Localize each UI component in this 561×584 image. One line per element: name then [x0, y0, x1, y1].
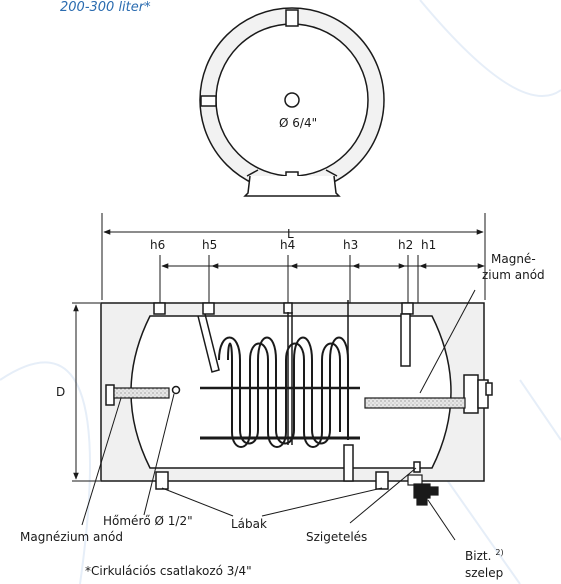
diagram-title: 200-300 liter* — [60, 0, 151, 15]
label-d: D — [56, 385, 66, 399]
label-l: L — [287, 227, 294, 241]
label-valve-1: Bizt.2) — [465, 548, 504, 565]
top-foot — [243, 175, 341, 197]
footnote: *Cirkulációs csatlakozó 3/4" — [85, 564, 252, 578]
label-magnesium-left: Magnézium anód — [20, 530, 123, 544]
label-h2: h2 — [398, 238, 414, 252]
leader-lines — [81, 289, 476, 541]
label-h6: h6 — [150, 238, 166, 252]
top-port-label: Ø 6/4" — [279, 116, 318, 130]
label-magnesium-right-1: Magné- — [491, 252, 536, 266]
label-valve-text: Bizt. — [465, 549, 492, 563]
label-thermometer: Hőmérő Ø 1/2" — [103, 514, 193, 528]
label-valve-sup: 2) — [495, 548, 504, 557]
tank-internals — [171, 300, 421, 482]
safety-valve — [407, 474, 439, 506]
right-foot — [375, 471, 389, 490]
left-foot — [155, 471, 169, 490]
label-valve-2: szelep — [465, 566, 504, 580]
label-h1: h1 — [421, 238, 437, 252]
right-magnesium-anode — [364, 397, 466, 409]
top-view — [199, 7, 385, 197]
tank-inner — [130, 315, 452, 469]
label-magnesium-right-2: zium anód — [482, 268, 545, 282]
label-h3: h3 — [343, 238, 359, 252]
left-magnesium-anode — [113, 387, 170, 399]
label-h4: h4 — [280, 238, 296, 252]
label-legs: Lábak — [231, 517, 267, 531]
label-insulation: Szigetelés — [306, 530, 368, 544]
label-h5: h5 — [202, 238, 218, 252]
top-center-port — [284, 92, 300, 108]
